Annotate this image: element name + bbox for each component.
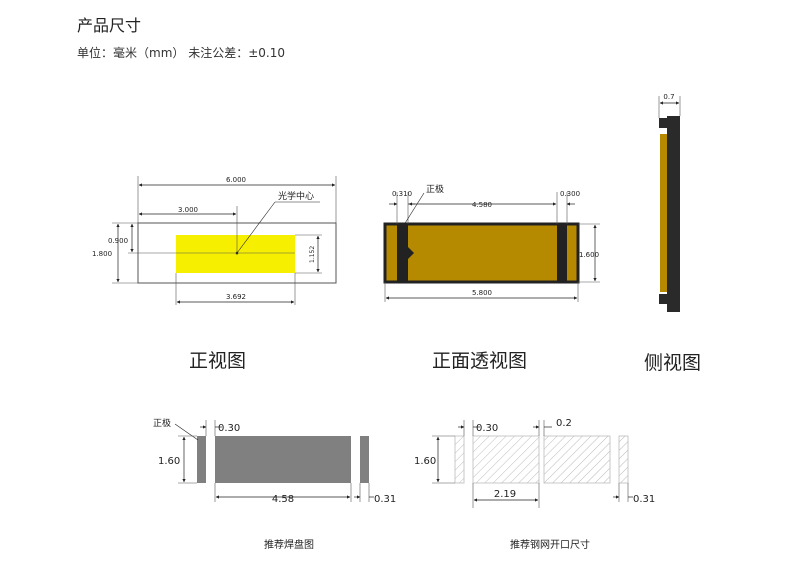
tv-dim-middle: 4.580	[472, 201, 492, 209]
side-dim-thickness: 0.7	[663, 93, 674, 101]
tv-positive-leader	[401, 192, 425, 229]
front-dim-half-width: 3.000	[178, 206, 198, 214]
transparent-body	[383, 222, 580, 284]
solder-pad-caption: 推荐焊盘图	[264, 540, 314, 551]
front-dim-height: 1.800	[92, 250, 112, 258]
stencil-view: 0.30 0.2 1.60 2.19 0.31	[414, 418, 655, 508]
side-body	[667, 116, 680, 312]
pad-positive-label: 正极	[153, 417, 171, 429]
pad-dim-width: 4.58	[272, 494, 294, 505]
tv-dim-left-pad: 0.310	[392, 190, 412, 198]
transparent-right-pad	[557, 225, 567, 281]
front-dim-led-height: 1.152	[309, 246, 316, 263]
transparent-view-caption: 正面透视图	[432, 350, 528, 372]
side-lens	[660, 134, 667, 292]
stencil-main-2	[543, 435, 611, 484]
solder-pad-view: 正极 0.30 1.60 4.58 0.31	[153, 417, 396, 505]
stencil-caption: 推荐钢网开口尺寸	[510, 540, 590, 551]
pad-right	[360, 436, 369, 483]
side-view-caption: 侧视图	[644, 352, 702, 374]
pad-positive-leader	[174, 423, 199, 441]
tv-dim-width: 5.800	[472, 289, 492, 297]
tv-positive-label: 正极	[426, 183, 444, 195]
transparent-left-pad	[397, 225, 408, 281]
side-view: 0.7	[658, 93, 681, 312]
unit-note: 单位：毫米（mm） 未注公差：±0.10	[77, 46, 285, 60]
front-view: 6.000 3.000 1.800 0.900 3.692 1.152 光学中心	[92, 176, 337, 305]
tv-dim-height: 1.600	[579, 251, 599, 259]
stencil-dim-height: 1.60	[414, 456, 436, 467]
stencil-left	[454, 435, 465, 484]
transparent-view: 正极 0.310 4.580 0.300 1.600 5.800	[383, 183, 600, 302]
front-dim-total-width: 6.000	[226, 176, 246, 184]
front-led-area	[176, 235, 295, 273]
stencil-dim-right: 0.31	[633, 494, 655, 505]
pad-left	[197, 436, 206, 483]
front-dim-half-height: 0.900	[108, 237, 128, 245]
optical-center-leader	[236, 201, 276, 254]
pad-main	[215, 436, 351, 483]
stencil-dim-left-gap: 0.30	[476, 423, 498, 434]
front-view-caption: 正视图	[189, 350, 247, 372]
stencil-dim-width: 2.19	[494, 489, 516, 500]
stencil-main-1	[472, 435, 540, 484]
polarity-triangle	[408, 247, 414, 259]
tv-dim-right-pad: 0.300	[560, 190, 580, 198]
stencil-dim-mid-gap: 0.2	[556, 418, 572, 429]
page-title: 产品尺寸	[77, 16, 142, 35]
pad-dim-height: 1.60	[158, 456, 180, 467]
optical-center-label: 光学中心	[278, 190, 314, 202]
pad-dim-right: 0.31	[374, 494, 396, 505]
pad-dim-left-gap: 0.30	[218, 423, 240, 434]
stencil-right	[618, 435, 629, 484]
front-dim-led-width: 3.692	[226, 293, 246, 301]
